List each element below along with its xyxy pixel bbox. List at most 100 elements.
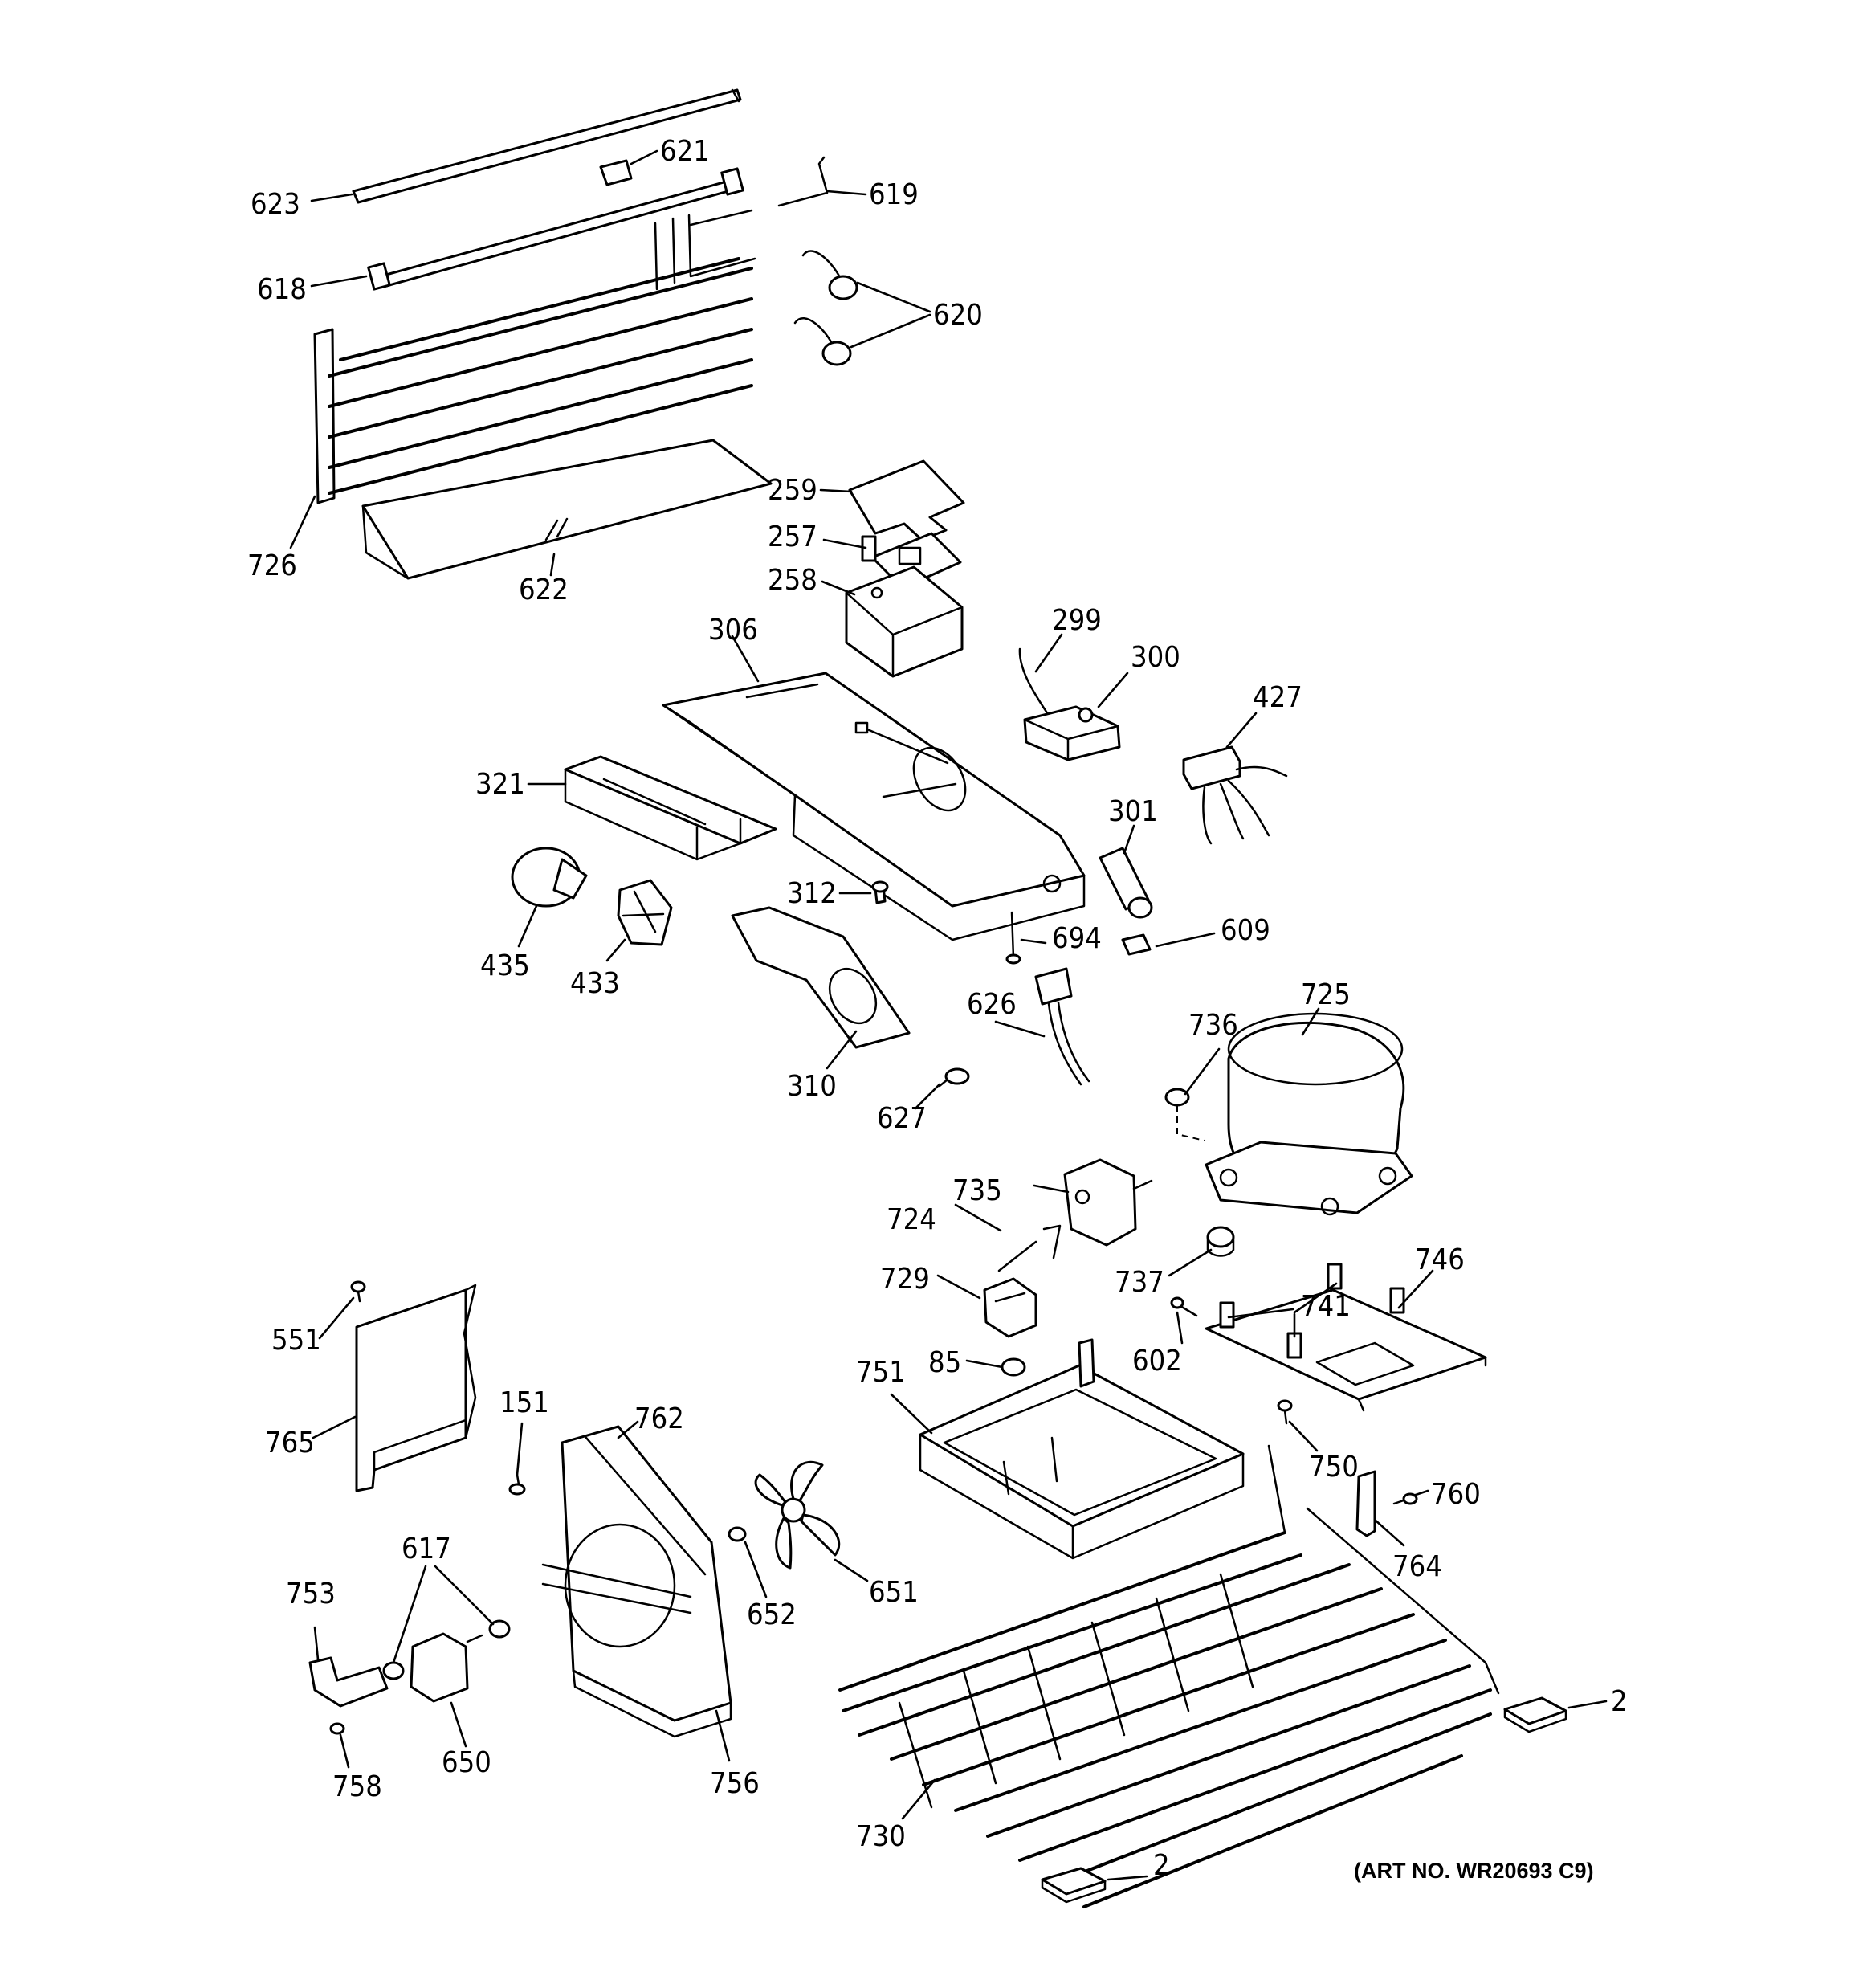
part-609-switch <box>1121 933 1152 956</box>
art-number: (ART NO. WR20693 C9) <box>1354 1859 1594 1883</box>
callout-2-bottom: 2 <box>1153 1849 1170 1882</box>
part-737-grommet <box>1206 1226 1235 1257</box>
part-427-connector <box>1182 745 1288 845</box>
callout-751: 751 <box>856 1356 906 1389</box>
callout-765: 765 <box>265 1427 315 1459</box>
callout-627: 627 <box>877 1102 927 1135</box>
part-620-sensors <box>793 250 858 366</box>
callout-310: 310 <box>787 1070 837 1103</box>
part-2-pad-right <box>1503 1696 1567 1733</box>
callout-735: 735 <box>952 1174 1002 1207</box>
part-301-socket <box>1099 847 1153 919</box>
part-617-grommets <box>382 1619 511 1680</box>
part-746-baseplate <box>1205 1263 1487 1412</box>
part-626-cord <box>1034 967 1090 1086</box>
part-258-box <box>845 565 964 678</box>
part-651-fan-blade <box>754 1460 841 1570</box>
part-151-screw <box>508 1473 526 1496</box>
callout-433: 433 <box>570 967 620 1000</box>
callout-151: 151 <box>499 1386 549 1419</box>
callout-650: 650 <box>442 1746 491 1779</box>
part-306-housing <box>662 672 1086 941</box>
part-730-evaporator <box>838 1444 1500 1908</box>
callout-694: 694 <box>1052 922 1102 955</box>
part-621-clip <box>599 159 633 186</box>
part-433-socket <box>617 879 673 946</box>
part-300-thermostat <box>1023 705 1121 761</box>
callout-258: 258 <box>768 564 817 597</box>
part-725-compressor <box>1205 1012 1413 1216</box>
part-623-rail <box>352 88 742 204</box>
part-762-shroud <box>541 1425 732 1738</box>
callout-750: 750 <box>1309 1451 1359 1484</box>
callout-758: 758 <box>332 1770 382 1803</box>
part-435-bulb <box>511 847 588 908</box>
callout-619: 619 <box>869 178 919 211</box>
callout-257: 257 <box>768 520 817 553</box>
callout-760: 760 <box>1431 1478 1481 1511</box>
callout-724: 724 <box>887 1203 936 1236</box>
part-299-wire <box>1018 647 1055 725</box>
callout-labels: 623 621 619 618 620 726 622 259 257 258 … <box>247 135 1628 1883</box>
callout-551: 551 <box>271 1324 321 1357</box>
callout-756: 756 <box>710 1767 760 1800</box>
part-652-nut <box>728 1526 747 1542</box>
callout-300: 300 <box>1131 641 1180 674</box>
callout-737: 737 <box>1115 1266 1164 1299</box>
part-85-clip <box>1001 1357 1026 1377</box>
part-602-screw <box>1170 1296 1198 1317</box>
part-321-bracket <box>564 755 777 861</box>
callout-259: 259 <box>768 474 817 507</box>
part-551-screw <box>350 1280 366 1303</box>
callout-746: 746 <box>1415 1243 1465 1276</box>
callout-725: 725 <box>1301 978 1351 1011</box>
callout-764: 764 <box>1392 1550 1442 1583</box>
part-729-overload <box>983 1277 1037 1338</box>
callout-299: 299 <box>1052 604 1102 637</box>
callout-622: 622 <box>519 574 569 606</box>
callout-621: 621 <box>660 135 710 168</box>
callout-736: 736 <box>1188 1009 1238 1042</box>
callout-623: 623 <box>251 188 300 221</box>
part-694-screw <box>1005 911 1021 965</box>
callout-2-right: 2 <box>1611 1685 1628 1718</box>
part-764-bracket <box>1355 1470 1376 1537</box>
callout-626: 626 <box>967 988 1017 1021</box>
part-760-screw <box>1392 1492 1418 1505</box>
part-726-condenser <box>313 209 756 504</box>
callout-730: 730 <box>856 1820 906 1853</box>
part-312-screw <box>871 880 889 904</box>
callout-85: 85 <box>928 1346 961 1379</box>
part-758-screw <box>329 1722 345 1735</box>
callout-620: 620 <box>933 299 983 332</box>
part-618-bar <box>367 167 744 291</box>
callout-762: 762 <box>634 1402 684 1435</box>
part-735-relay <box>1063 1158 1153 1247</box>
callout-312: 312 <box>787 877 837 910</box>
callout-652: 652 <box>747 1598 797 1631</box>
part-619-wire <box>777 156 829 207</box>
part-650-motor <box>410 1632 483 1703</box>
callout-427: 427 <box>1253 681 1302 714</box>
callout-321: 321 <box>475 768 525 801</box>
leader-lines <box>289 149 1608 1881</box>
callout-741: 741 <box>1301 1290 1351 1323</box>
part-310-shield <box>731 906 911 1049</box>
callout-729: 729 <box>880 1263 930 1296</box>
part-753-bracket <box>308 1656 389 1708</box>
callout-435: 435 <box>480 949 530 982</box>
part-259-cover <box>848 459 965 541</box>
part-622-drip-tray <box>361 439 773 580</box>
callout-602: 602 <box>1132 1345 1182 1378</box>
part-751-pan <box>919 1338 1245 1560</box>
callout-651: 651 <box>869 1576 919 1609</box>
part-724-wire <box>997 1224 1062 1272</box>
part-2-pad-bottom <box>1041 1867 1107 1904</box>
part-627-clip <box>938 1067 970 1088</box>
callout-753: 753 <box>286 1578 336 1610</box>
part-750-screw <box>1277 1399 1293 1425</box>
callout-726: 726 <box>247 549 297 582</box>
callout-306: 306 <box>708 614 758 647</box>
callout-609: 609 <box>1221 914 1270 947</box>
